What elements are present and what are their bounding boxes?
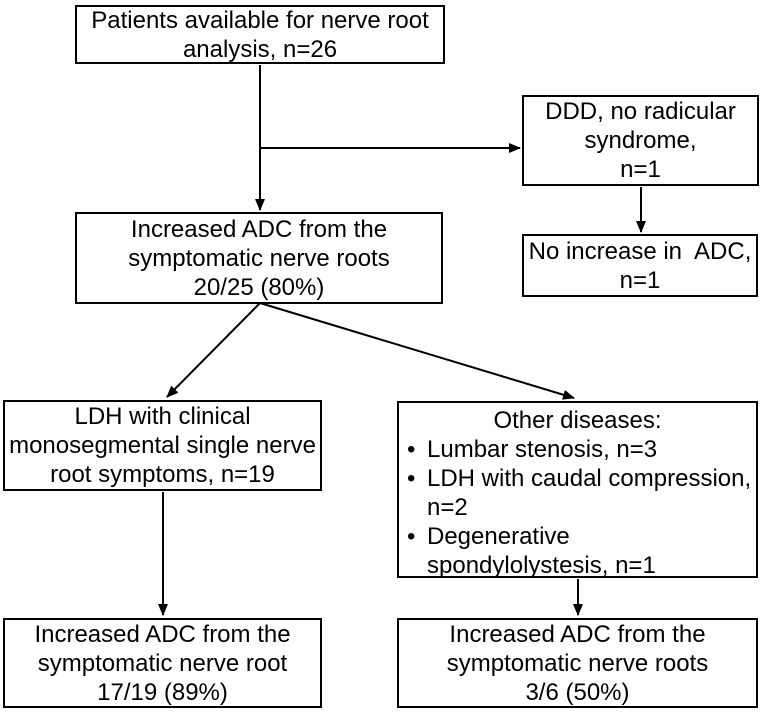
bullet-icon: • <box>407 465 416 492</box>
box-other-diseases-heading: Other diseases: <box>493 407 662 434</box>
box-ldh-monosegmental-text: LDH with clinical monosegmental single n… <box>9 403 316 488</box>
list-item-text: Lumbar stenosis, n=3 <box>427 436 658 463</box>
box-increased-adc-other-result-text: Increased ADC from the symptomatic nerve… <box>446 620 709 706</box>
box-increased-adc-ldh-result: Increased ADC from the symptomatic nerve… <box>3 618 322 708</box>
box-other-diseases: Other diseases: • Lumbar stenosis, n=3 •… <box>397 401 758 580</box>
list-item-text: Degenerative spondylolystesis, n=1 <box>427 523 656 579</box>
box-increased-adc-all: Increased ADC from the symptomatic nerve… <box>75 212 443 304</box>
list-item: • LDH with caudal compression, n=2 <box>399 464 756 522</box>
box-patients-available-text: Patients available for nerve root analys… <box>91 6 429 63</box>
box-ddd-no-radicular: DDD, no radicular syndrome, n=1 <box>522 95 759 186</box>
bullet-icon: • <box>407 523 416 550</box>
bullet-icon: • <box>407 436 416 463</box>
box-increased-adc-all-text: Increased ADC from the symptomatic nerve… <box>128 215 390 301</box>
box-patients-available: Patients available for nerve root analys… <box>75 5 445 64</box>
box-increased-adc-other-result: Increased ADC from the symptomatic nerve… <box>397 618 758 708</box>
list-item: • Lumbar stenosis, n=3 <box>399 435 756 464</box>
other-diseases-list: • Lumbar stenosis, n=3 • LDH with caudal… <box>399 435 756 580</box>
list-item-text: LDH with caudal compression, n=2 <box>427 465 752 521</box>
box-ldh-monosegmental: LDH with clinical monosegmental single n… <box>3 400 322 491</box>
arrow-increased-to-ldh <box>166 302 261 398</box>
list-item: • Degenerative spondylolystesis, n=1 <box>399 522 756 580</box>
arrow-increased-to-other <box>259 302 575 400</box>
box-ddd-no-radicular-text: DDD, no radicular syndrome, n=1 <box>545 98 736 183</box>
box-no-increase-adc: No increase in ADC, n=1 <box>522 234 758 297</box>
box-increased-adc-ldh-result-text: Increased ADC from the symptomatic nerve… <box>34 620 291 706</box>
box-no-increase-adc-text: No increase in ADC, n=1 <box>528 237 752 294</box>
